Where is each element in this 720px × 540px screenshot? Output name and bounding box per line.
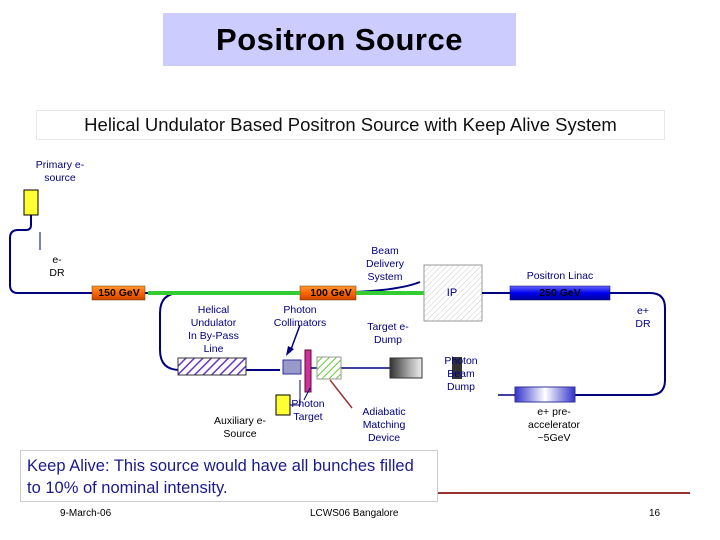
energy-100-label: 100 GeV [310,287,352,299]
target-dump [389,357,423,379]
preaccelerator-line3: ~5GeV [537,432,571,444]
photon-collimators-line1: Photon [283,304,317,316]
energy-150-label: 150 GeV [98,287,140,299]
e-plus-dr-line2: DR [635,318,651,330]
linac-150gev [91,285,146,301]
photon-beam-dump-line2: Beam [447,368,475,380]
footer-date: 9-March-06 [60,508,112,519]
e-dr-left-label: e- DR [42,254,72,280]
bypass-loop [159,292,280,371]
helical-undulator-line2: Undulator [190,317,237,329]
photon-collimators-line2: Collimators [273,317,327,329]
adiabatic-label: Adiabatic Matching Device [352,406,416,445]
primary-source-text: Primary e- source [35,159,85,184]
target-dump-line2: Dump [373,334,402,346]
energy-250-label: 250 GeV [539,287,581,299]
e-dr-left-line2: DR [49,267,65,279]
ip-label: IP [446,287,458,299]
collimator-arrow [289,324,301,353]
photon-collimators-label: Photon Collimators [260,304,340,330]
preaccelerator-line2: accelerator [528,419,580,431]
beam-delivery-line3: System [367,271,403,283]
adiabatic-line2: Matching [362,419,406,431]
helical-undulator-line3: In By-Pass [188,330,239,342]
green-bds-line [356,291,424,295]
keep-alive-text: Keep Alive: This source would have all b… [27,457,414,497]
title-box: Positron Source [163,13,516,66]
adiabatic-device [316,356,342,380]
aux-source-line2: Source [223,428,257,440]
green-transfer-line [148,291,300,295]
positron-linac-label: Positron Linac [526,270,594,282]
helical-undulator-label: Helical Undulator In By-Pass Line [176,304,251,356]
footer-event: LCWS06 Bangalore [310,508,399,519]
primary-source-block [23,189,39,216]
target-dump-label: Target e- Dump [360,321,416,347]
preaccelerator-line1: e+ pre- [537,406,571,418]
undulator [177,357,247,376]
e-plus-dr-line1: e+ [637,305,649,317]
beam-delivery-line2: Delivery [366,258,404,270]
footer-page-number: 16 [649,508,661,519]
photon-beam-dump [452,357,462,379]
preaccelerator-label: e+ pre- accelerator ~5GeV [516,406,592,445]
photon-collimator [282,359,302,375]
adiabatic-line3: Device [367,432,401,444]
amd-pointer [329,379,353,409]
pre-accelerator [514,386,576,403]
helical-undulator-line1: Helical [197,304,230,316]
adiabatic-line1: Adiabatic [362,406,406,418]
photon-beam-dump-line3: Dump [446,381,475,393]
photon-target [304,349,312,393]
subtitle: Helical Undulator Based Positron Source … [84,114,617,135]
e-dr-left-line1: e- [52,254,62,266]
aux-source-line1: Auxiliary e- [214,415,266,427]
photon-target-line1: Photon [291,398,325,410]
aux-source-label: Auxiliary e- Source [206,415,274,441]
primary-beamline [9,205,100,294]
keep-alive-note: Keep Alive: This source would have all b… [20,450,438,502]
photon-beam-dump-line1: Photon [444,355,478,367]
target-dump-line1: Target e- [367,321,409,333]
photon-beam-dump-label: Photon Beam Dump [432,355,490,394]
e-plus-dr-label: e+ DR [628,305,658,331]
beam-delivery-label: Beam Delivery System [355,245,415,284]
subtitle-box: Helical Undulator Based Positron Source … [36,110,665,140]
ip-block [423,264,483,322]
photon-target-line2: Target [293,411,323,423]
positron-dr-loop [575,292,666,396]
helical-undulator-line4: Line [203,343,224,355]
target-arrow [303,387,311,401]
aux-line [290,380,301,406]
page-title: Positron Source [216,21,463,57]
primary-source-label: Primary e- source [30,159,90,185]
beam-delivery-line1: Beam [371,245,399,257]
photon-target-label: Photon Target [283,398,333,424]
